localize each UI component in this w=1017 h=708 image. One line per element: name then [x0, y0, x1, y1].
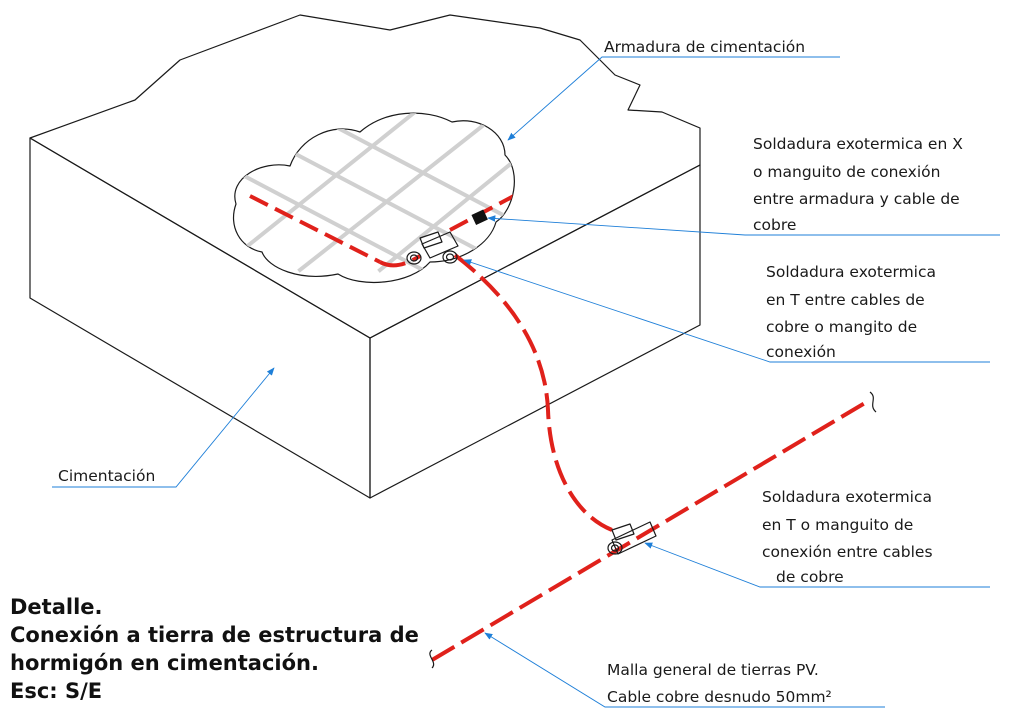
title-line-1: Detalle.	[10, 595, 103, 619]
label-line: cobre	[753, 216, 796, 234]
label-malla: Malla general de tierras PV. Cable cobre…	[607, 661, 832, 706]
label-line: Malla general de tierras PV.	[607, 661, 819, 679]
label-soldadura-x: Soldadura exotermica en X o manguito de …	[753, 135, 963, 234]
leader-lines	[52, 56, 1000, 708]
copper-cable-riser	[379, 253, 613, 532]
detail-title: Detalle. Conexión a tierra de estructura…	[10, 595, 419, 703]
t-connector-upper	[406, 231, 459, 265]
label-line: Soldadura exotermica en X	[753, 135, 963, 153]
block-top-face	[29, 14, 701, 339]
label-line: conexión	[766, 343, 836, 361]
label-line: conexión entre cables	[762, 543, 933, 561]
label-line: o manguito de conexión	[753, 163, 940, 181]
label-line: Soldadura exotermica	[762, 488, 932, 506]
opening-outline	[232, 112, 515, 283]
label-line: de cobre	[776, 568, 844, 586]
label-cimentacion: Cimentación	[58, 467, 155, 485]
rebar-opening	[232, 112, 515, 283]
title-line-2: Conexión a tierra de estructura de	[10, 623, 419, 647]
title-line-4: Esc: S/E	[10, 679, 102, 703]
label-line: entre armadura y cable de	[753, 190, 960, 208]
label-line: en T o manguito de	[762, 516, 913, 534]
concrete-block	[29, 14, 701, 499]
block-left-face	[29, 137, 371, 499]
cable-end-break-left	[429, 649, 435, 669]
label-soldadura-t1: Soldadura exotermica en T entre cables d…	[766, 263, 936, 361]
label-line: cobre o mangito de	[766, 318, 917, 336]
x-weld-square	[471, 209, 488, 225]
block-right-face	[369, 164, 701, 499]
cable-end-break-right	[869, 391, 877, 413]
label-line: Soldadura exotermica	[766, 263, 936, 281]
copper-cable-main-grid	[430, 398, 872, 662]
label-line: Cable cobre desnudo 50mm²	[607, 688, 832, 706]
label-armadura: Armadura de cimentación	[604, 38, 805, 56]
label-line: en T entre cables de	[766, 291, 925, 309]
rebar-grid	[233, 113, 515, 283]
t-connector-lower	[607, 521, 657, 555]
label-soldadura-t2: Soldadura exotermica en T o manguito de …	[762, 488, 933, 586]
title-line-3: hormigón en cimentación.	[10, 651, 319, 675]
